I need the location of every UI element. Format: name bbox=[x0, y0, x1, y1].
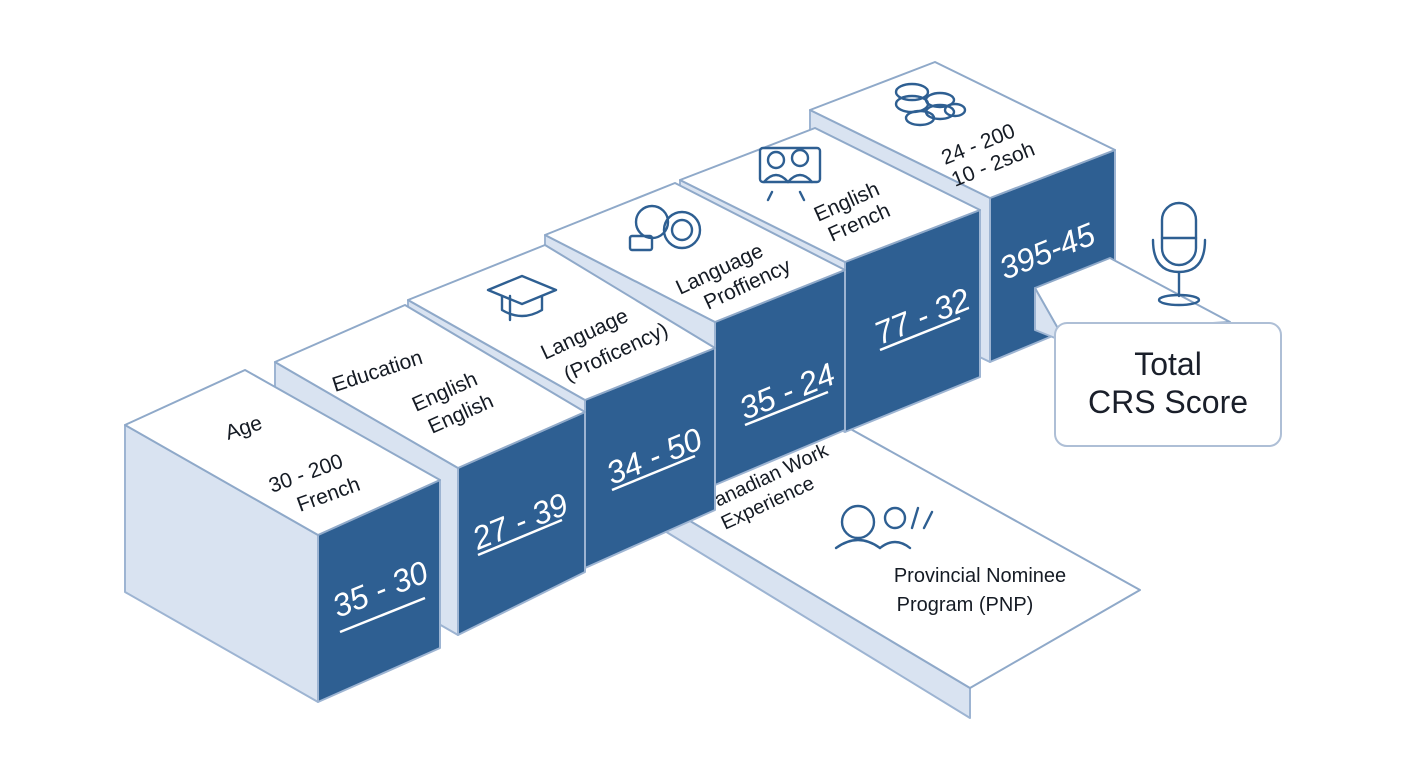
block-3-underline bbox=[611, 454, 696, 492]
coins-icon bbox=[628, 204, 702, 252]
block-2-underline bbox=[477, 518, 563, 557]
coin-stack-icon bbox=[894, 82, 967, 127]
total-crs-score-box: Total CRS Score bbox=[1054, 322, 1282, 447]
ramp-subtitle-line2: Program (PNP) bbox=[897, 594, 1034, 616]
total-box bbox=[1054, 322, 1282, 447]
block-1: Age 30 - 200 French 35 - 30 bbox=[124, 369, 441, 703]
person-icon bbox=[834, 504, 934, 550]
microphone-icon bbox=[1151, 201, 1207, 307]
block-1-underline bbox=[339, 596, 426, 634]
block-4-top bbox=[544, 182, 846, 323]
block-3-top bbox=[407, 244, 716, 401]
block-1-top bbox=[124, 369, 441, 536]
people-icon bbox=[758, 146, 822, 202]
graduation-cap-icon bbox=[486, 274, 558, 322]
block-5-top bbox=[679, 127, 981, 263]
ramp-subtitle-line1: Provincial Nominee bbox=[894, 565, 1066, 587]
block-5-underline bbox=[879, 316, 961, 352]
block-4-underline bbox=[744, 390, 829, 427]
total-line1: Total bbox=[1134, 346, 1202, 382]
block-2-top bbox=[274, 304, 586, 469]
total-line2: CRS Score bbox=[1088, 384, 1248, 420]
block-6-top bbox=[809, 61, 1116, 199]
